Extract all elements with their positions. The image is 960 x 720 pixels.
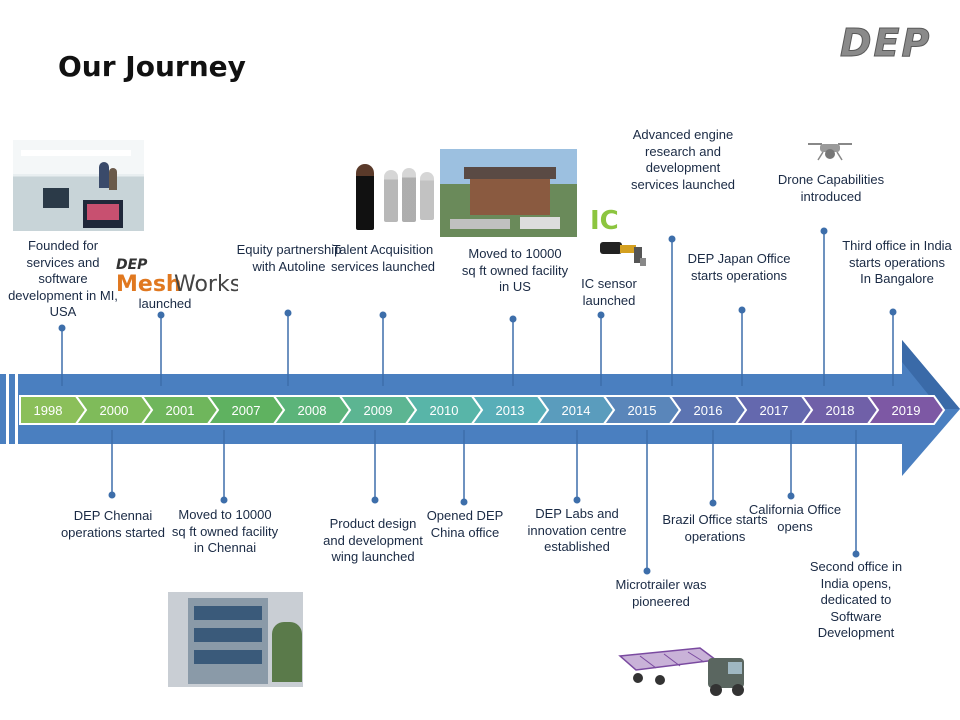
year-label-2010: 2010 [430, 403, 459, 418]
event-label-bottom-2015: Microtrailer was pioneered [615, 577, 707, 609]
connector-dot-top-2016 [668, 235, 676, 243]
event-label-top-2016: Advanced engine research and development… [630, 127, 736, 192]
event-label-bottom-2014: DEP Labs and innovation centre establish… [527, 506, 627, 554]
dep-logo: DEP [840, 21, 931, 65]
year-label-2015: 2015 [628, 403, 657, 418]
year-label-2018: 2018 [826, 403, 855, 418]
year-label-1998: 1998 [34, 403, 63, 418]
event-connectors [58, 227, 897, 575]
drone-icon [808, 143, 852, 161]
event-label-top-1998: Founded for services and software develo… [8, 238, 118, 319]
connector-dot-top-2019 [889, 308, 897, 316]
connector-dot-top-2008 [284, 309, 292, 317]
page-title: Our Journey [58, 50, 246, 83]
connector-dot-top-2018 [820, 227, 828, 235]
connector-dot-top-2015 [597, 311, 605, 319]
event-label-bottom-2000: DEP Chennai operations started [60, 508, 166, 540]
connector-dot-top-2009 [379, 311, 387, 319]
year-chevron-2019 [866, 395, 946, 425]
connector-dot-bottom-2018 [852, 550, 860, 558]
talent-people-photo [350, 162, 440, 232]
year-label-2007: 2007 [232, 403, 261, 418]
meshworks-brand: DEP [116, 257, 148, 273]
connector-dot-bottom-2016 [709, 499, 717, 507]
us-facility-photo [440, 149, 577, 237]
event-label-top-2015: IC sensor launched [581, 276, 637, 308]
meshworks-works: Works [174, 272, 238, 295]
event-label-bottom-2016: Brazil Office starts operations [662, 512, 768, 544]
connector-dot-bottom-2009 [371, 496, 379, 504]
event-label-bottom-2007: Moved to 10000 sq ft owned facility in C… [171, 507, 279, 555]
microtrailer-truck-icon [618, 647, 744, 696]
event-label-top-2019: Third office in India starts operations … [842, 238, 952, 286]
connector-dot-bottom-2014 [573, 496, 581, 504]
event-label-bottom-2010: Opened DEP China office [426, 508, 504, 540]
event-label-top-2000: launched [138, 296, 192, 311]
dep-logo-text: DEP [840, 21, 931, 64]
arrow-head-shade [902, 340, 960, 409]
meshworks-mesh: Mesh [116, 272, 182, 295]
connector-dot-top-2013 [509, 315, 517, 323]
ic-logo: IC [590, 206, 619, 236]
event-label-top-2017: DEP Japan Office starts operations [687, 251, 791, 283]
year-label-2001: 2001 [166, 403, 195, 418]
year-label-2019: 2019 [892, 403, 921, 418]
year-label-2016: 2016 [694, 403, 723, 418]
connector-dot-bottom-2000 [108, 491, 116, 499]
event-label-bottom-2009: Product design and development wing laun… [323, 516, 423, 564]
event-label-top-2013: Moved to 10000 sq ft owned facility in U… [461, 246, 569, 294]
year-label-2014: 2014 [562, 403, 591, 418]
connector-dot-bottom-2010 [460, 498, 468, 506]
event-label-bottom-2018: Second office in India opens, dedicated … [809, 559, 903, 640]
connector-dot-bottom-2015 [643, 567, 651, 575]
year-label-2008: 2008 [298, 403, 327, 418]
event-label-top-2008: Equity partnership with Autoline [236, 242, 342, 274]
event-label-top-2009: Talent Acquisition services launched [330, 242, 436, 274]
year-label-2000: 2000 [100, 403, 129, 418]
chennai-facility-photo [168, 592, 303, 687]
ic-sensor-icon [600, 242, 646, 266]
year-chevrons: 1998 2000 2001 2007 2008 2009 2010 2013 2014 2015… [19, 395, 946, 425]
connector-dot-top-1998 [58, 324, 66, 332]
connector-dot-bottom-2017 [787, 492, 795, 500]
event-label-bottom-2017: California Office opens [748, 502, 842, 534]
meshworks-logo: DEP Mesh Works [116, 257, 238, 295]
arrow-tail-stripe-2 [9, 374, 15, 444]
connector-dot-top-2000 [157, 311, 165, 319]
year-label-2013: 2013 [496, 403, 525, 418]
year-label-2017: 2017 [760, 403, 789, 418]
office-photo-usa [13, 140, 144, 231]
connector-dot-top-2017 [738, 306, 746, 314]
year-label-2009: 2009 [364, 403, 393, 418]
event-label-top-2018: Drone Capabilities introduced [777, 172, 885, 204]
connector-dot-bottom-2007 [220, 496, 228, 504]
arrow-tail-stripe-1 [0, 374, 6, 444]
